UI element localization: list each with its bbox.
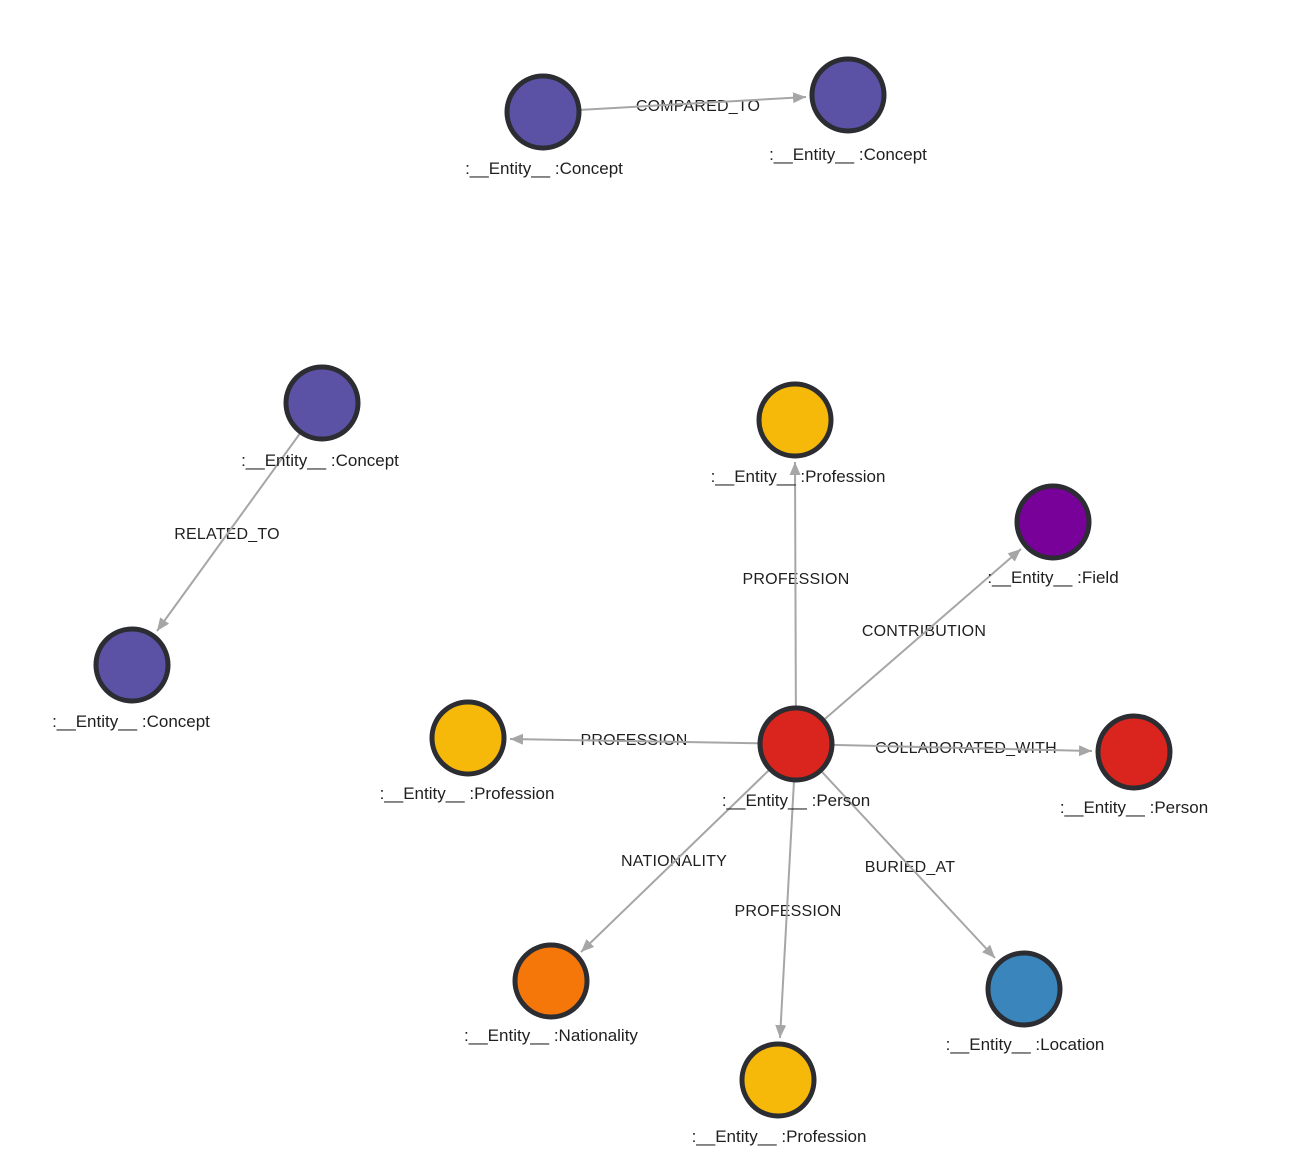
node-person-main[interactable]: :__Entity__ :Person	[722, 705, 870, 810]
node-caption: :__Entity__ :Person	[1060, 798, 1208, 817]
node-profession-left[interactable]: :__Entity__ :Profession	[380, 699, 555, 803]
edge-line[interactable]	[542, 92, 807, 113]
node-circle[interactable]	[1014, 483, 1092, 561]
node-circle[interactable]	[429, 699, 507, 777]
node-field[interactable]: :__Entity__ :Field	[987, 483, 1119, 587]
edge-label[interactable]: PROFESSION	[735, 903, 842, 920]
edge-related-to[interactable]: RELATED_TO	[156, 402, 323, 632]
edge-profession-left[interactable]: PROFESSION	[509, 732, 797, 749]
edge-line[interactable]	[795, 743, 996, 959]
node-concept-a[interactable]: :__Entity__ :Concept	[465, 73, 623, 178]
node-caption: :__Entity__ :Field	[987, 568, 1118, 587]
node-caption: :__Entity__ :Person	[722, 791, 870, 810]
node-nationality[interactable]: :__Entity__ :Nationality	[464, 942, 638, 1045]
edge-contribution[interactable]: CONTRIBUTION	[795, 548, 1022, 745]
edge-buried-at[interactable]: BURIED_AT	[795, 743, 996, 959]
edge-nationality[interactable]: NATIONALITY	[580, 743, 797, 953]
edge-profession-bottom[interactable]: PROFESSION	[735, 743, 842, 1039]
edge-line[interactable]	[795, 548, 1022, 745]
edge-compared-to[interactable]: COMPARED_TO	[542, 92, 807, 115]
edge-line[interactable]	[789, 461, 801, 745]
node-circle[interactable]	[512, 942, 590, 1020]
node-profession-top[interactable]: :__Entity__ :Profession	[711, 381, 886, 486]
node-person-b[interactable]: :__Entity__ :Person	[1060, 713, 1208, 817]
node-concept-b[interactable]: :__Entity__ :Concept	[769, 56, 927, 164]
node-circle[interactable]	[756, 381, 834, 459]
node-circle[interactable]	[985, 950, 1063, 1028]
node-circle[interactable]	[1095, 713, 1173, 791]
edge-line[interactable]	[580, 743, 797, 953]
node-caption: :__Entity__ :Nationality	[464, 1026, 638, 1045]
node-caption: :__Entity__ :Profession	[711, 467, 886, 486]
node-concept-d[interactable]: :__Entity__ :Concept	[52, 626, 210, 731]
node-caption: :__Entity__ :Concept	[52, 712, 210, 731]
node-circle[interactable]	[93, 626, 171, 704]
edge-line[interactable]	[795, 743, 1093, 757]
node-profession-bottom[interactable]: :__Entity__ :Profession	[692, 1041, 867, 1146]
edge-profession-top[interactable]: PROFESSION	[743, 461, 850, 745]
node-caption: :__Entity__ :Concept	[465, 159, 623, 178]
node-location[interactable]: :__Entity__ :Location	[946, 950, 1105, 1054]
node-concept-c[interactable]: :__Entity__ :Concept	[241, 364, 399, 470]
node-circle[interactable]	[757, 705, 835, 783]
node-circle[interactable]	[739, 1041, 817, 1119]
node-caption: :__Entity__ :Profession	[380, 784, 555, 803]
node-caption: :__Entity__ :Concept	[769, 145, 927, 164]
node-circle[interactable]	[283, 364, 361, 442]
nodes-layer: :__Entity__ :Concept :__Entity__ :Concep…	[52, 56, 1208, 1146]
edges-layer: COMPARED_TO RELATED_TO PROFESSION CONTRI…	[156, 92, 1093, 1039]
node-circle[interactable]	[809, 56, 887, 134]
edge-line[interactable]	[775, 743, 797, 1039]
edge-line[interactable]	[509, 733, 797, 745]
node-circle[interactable]	[504, 73, 582, 151]
node-caption: :__Entity__ :Concept	[241, 451, 399, 470]
edge-label[interactable]: CONTRIBUTION	[862, 623, 986, 640]
node-caption: :__Entity__ :Location	[946, 1035, 1105, 1054]
edge-collaborated-with[interactable]: COLLABORATED_WITH	[795, 740, 1093, 757]
edge-line[interactable]	[156, 402, 323, 632]
node-caption: :__Entity__ :Profession	[692, 1127, 867, 1146]
